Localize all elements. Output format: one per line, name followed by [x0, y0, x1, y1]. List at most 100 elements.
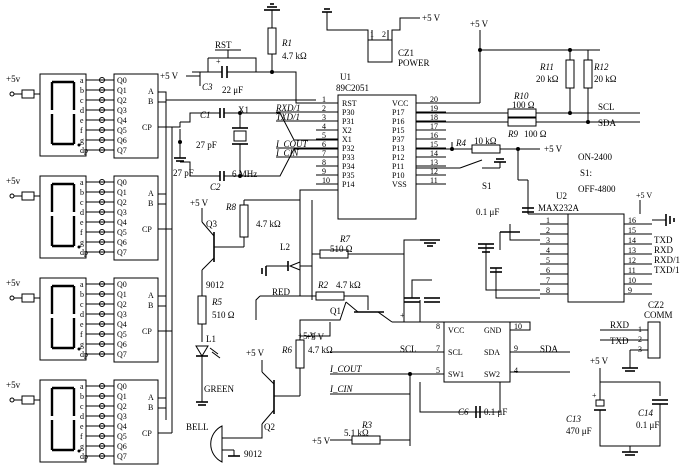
max232-pin-num: 12: [628, 256, 636, 265]
latch-pin-name: Q2: [117, 96, 127, 105]
latch-pin-name: Q5: [117, 330, 127, 339]
latch-pin-name: Q4: [117, 422, 127, 431]
mcu-pin-name: P37: [392, 135, 404, 144]
mcu-pin-name: P34: [342, 162, 354, 171]
c2-ref: C2: [210, 182, 221, 192]
s1-ref: S1: [482, 181, 492, 191]
q3-vcc: +5 V: [190, 198, 209, 208]
seg-pin-name: a: [80, 76, 84, 85]
q2-ref: Q2: [264, 422, 275, 432]
seven-seg-frame: [39, 175, 87, 259]
latch-b: B: [148, 403, 153, 412]
power-connector-cz1: 1 2 CZ1 POWER +5 V: [322, 8, 441, 68]
mcu-pin-num: 19: [430, 104, 438, 113]
latch-pin-name: Q6: [117, 136, 127, 145]
r9-value: 100 Ω: [524, 129, 547, 139]
c13-ref: C13: [566, 414, 582, 424]
mcu-pin-num: 2: [322, 104, 326, 113]
sensor-icout: I_COUT: [329, 364, 362, 374]
mcu-pin-num: 8: [322, 158, 326, 167]
max232-pin-num: 14: [628, 236, 636, 245]
q3-part: 9012: [206, 280, 224, 290]
rst-label: RST: [215, 40, 232, 50]
max232-pin-num: 9: [628, 286, 632, 295]
latch-pin-name: Q4: [117, 320, 127, 329]
c3-value: 22 μF: [222, 85, 243, 95]
latch-pin-name: Q6: [117, 238, 127, 247]
q3-green-led-driver: +5 V Q3 R8 4.7 kΩ 9012 R5 510 Ω L1 GREEN: [190, 189, 338, 406]
mcu-pin-num: 13: [430, 158, 438, 167]
mcu-pin-num: 18: [430, 113, 438, 122]
display-vcc: +5v: [6, 176, 21, 186]
latch-pin-name: Q0: [117, 382, 127, 391]
latch-chip: [113, 73, 159, 159]
seg-pin-name: f: [80, 432, 83, 441]
r2-resistor: [315, 291, 345, 301]
sensor-pin-name: SDA: [484, 348, 500, 357]
max232-pin-num: 8: [546, 286, 550, 295]
latch-pin-name: Q7: [117, 146, 127, 155]
r2-ref: R2: [317, 280, 328, 290]
mcu-pin-num: 14: [430, 149, 438, 158]
max232-pin-num: 13: [628, 246, 636, 255]
r10-ref: R10: [513, 91, 529, 101]
mcu-pin-name: P35: [342, 171, 354, 180]
latch-pin-name: Q1: [117, 392, 127, 401]
c1-ref: C1: [200, 110, 211, 120]
mcu-pin-name: P32: [342, 144, 354, 153]
sensor-pin-name: VCC: [448, 326, 464, 335]
latch-cp: CP: [142, 225, 152, 234]
r12-resistor: [583, 59, 593, 89]
sensor-cap-plus: +: [400, 311, 405, 320]
sensor-pin-name: SCL: [448, 348, 463, 357]
latch-pin-name: Q1: [117, 290, 127, 299]
mcu-pin-net: I_CIN: [275, 148, 299, 158]
seven-seg-frame: [39, 277, 87, 361]
seg-pin-name: dp: [80, 146, 88, 155]
max232-pin-num: 11: [628, 266, 636, 275]
latch-pin-name: Q2: [117, 198, 127, 207]
r7-value: 510 Ω: [330, 244, 353, 254]
seg-pin-name: dp: [80, 350, 88, 359]
c14-value: 0.1 μF: [636, 420, 659, 430]
mcu-pin-net: TXD/1: [276, 112, 300, 122]
mcu-pin-name: P13: [392, 144, 404, 153]
mcu-pin-name: P10: [392, 171, 404, 180]
sensor-sda-net: SDA: [540, 344, 559, 354]
q2-vcc: +5 V: [246, 348, 265, 358]
seg-pin-name: f: [80, 330, 83, 339]
l2-label: RED: [272, 287, 291, 297]
max232-pin-num: 10: [628, 276, 636, 285]
seg-pin-name: d: [80, 412, 84, 421]
max232-pin-num: 3: [546, 236, 550, 245]
latch-b: B: [148, 199, 153, 208]
u1-ref: U1: [340, 72, 351, 82]
r5-resistor: [197, 295, 207, 325]
latch-cp: CP: [142, 429, 152, 438]
cz1-pin2: 2: [382, 30, 386, 39]
r8-ref: R8: [225, 202, 236, 212]
latch-cp: CP: [142, 327, 152, 336]
latch-b: B: [148, 97, 153, 106]
sda-net-top: SDA: [598, 118, 617, 128]
u2-cap-label: 0.1 μF: [476, 207, 499, 217]
u2-part: MAX232A: [538, 203, 580, 213]
r7-ref: R7: [339, 234, 350, 244]
seg-pin-name: g: [80, 136, 84, 145]
u2-vcc: +5 V: [636, 191, 652, 200]
r3-vcc: +5 V: [312, 436, 331, 446]
cz2-name: COMM: [644, 310, 673, 320]
latch-pin-name: Q0: [117, 280, 127, 289]
latch-cp: CP: [142, 123, 152, 132]
r6-resistor: [295, 339, 305, 369]
c3-ref: C3: [202, 82, 213, 92]
q1-driver: R2 4.7 kΩ Q1: [299, 200, 405, 340]
mcu-pin-num: 5: [322, 131, 326, 140]
i2c-bus: R10 100 Ω R9 100 Ω SCL SDA: [416, 91, 640, 139]
max232-net-label: RXD: [654, 245, 674, 255]
u1-part: 89C2051: [336, 83, 369, 93]
seg-pin-name: c: [80, 300, 84, 309]
